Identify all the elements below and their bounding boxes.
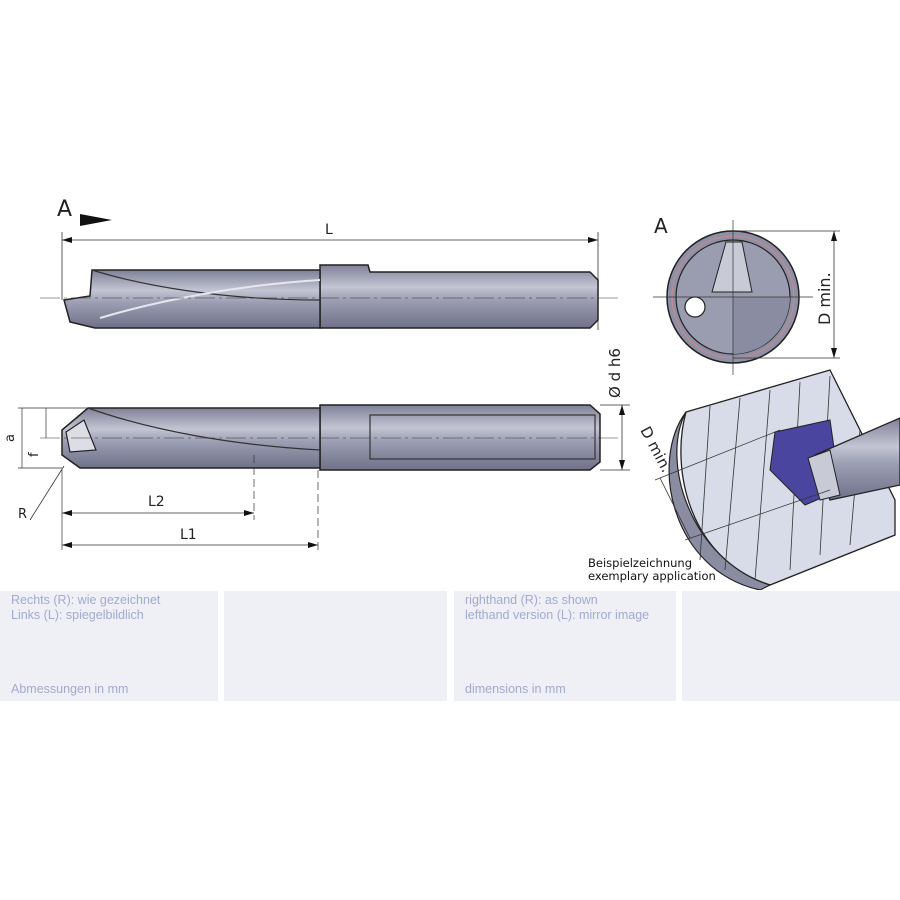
dim-d-h6: Ø d h6 bbox=[606, 348, 624, 398]
info-panel-en: righthand (R): as shown lefthand version… bbox=[454, 591, 676, 701]
info-panel-empty-1 bbox=[224, 591, 447, 701]
panel-footer: Abmessungen in mm bbox=[11, 682, 129, 696]
panel-line: righthand (R): as shown bbox=[465, 593, 598, 607]
info-panel-de: Rechts (R): wie gezeichnet Links (L): sp… bbox=[0, 591, 218, 701]
panel-line: Links (L): spiegelbildlich bbox=[11, 608, 144, 622]
dim-d-min-app: D min. bbox=[636, 423, 675, 475]
svg-text:A: A bbox=[654, 214, 668, 238]
dim-L2: L2 bbox=[148, 494, 165, 510]
info-panel-empty-2 bbox=[682, 591, 900, 701]
tool-side-view-top: L bbox=[40, 222, 620, 330]
panel-lines: Rechts (R): wie gezeichnet Links (L): sp… bbox=[11, 593, 160, 623]
dim-L: L bbox=[325, 222, 333, 238]
technical-drawing: A L a f R L2 L1 bbox=[3, 197, 900, 590]
example-caption: Beispielzeichnung exemplary application bbox=[588, 557, 716, 583]
dim-a: a bbox=[3, 434, 18, 442]
svg-text:A: A bbox=[57, 197, 72, 222]
caption-en: exemplary application bbox=[588, 569, 716, 583]
tool-side-view-bottom: a f R L2 L1 Ø d h6 bbox=[3, 348, 630, 550]
panel-footer: dimensions in mm bbox=[465, 682, 566, 696]
panel-line: Rechts (R): wie gezeichnet bbox=[11, 593, 161, 607]
panel-lines: righthand (R): as shown lefthand version… bbox=[465, 593, 649, 623]
caption-de: Beispielzeichnung bbox=[588, 556, 692, 570]
dim-d-min-end: D min. bbox=[815, 272, 834, 325]
end-view-a: A D min. bbox=[653, 214, 840, 375]
dim-f: f bbox=[27, 452, 42, 457]
dim-L1: L1 bbox=[180, 527, 197, 543]
panel-line: lefthand version (L): mirror image bbox=[465, 608, 650, 622]
view-arrow-a: A bbox=[57, 197, 112, 226]
dim-R: R bbox=[18, 507, 27, 522]
